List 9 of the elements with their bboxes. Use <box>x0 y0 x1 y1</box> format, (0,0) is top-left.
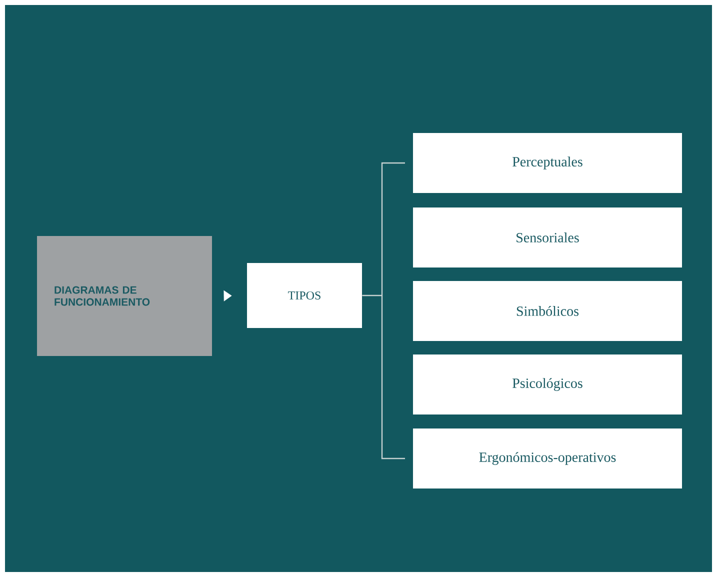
type-box: Psicológicos <box>413 354 682 414</box>
type-box: Sensoriales <box>413 207 682 268</box>
type-box: Ergonómicos-operativos <box>413 428 682 488</box>
arrow <box>224 290 232 302</box>
category-box: DIAGRAMAS DE FUNCIONAMIENTO <box>37 236 212 356</box>
bracket-connector <box>362 162 406 460</box>
type-box: Simbólicos <box>413 280 682 341</box>
type-box: Perceptuales <box>413 132 682 193</box>
category-box: TIPOS <box>247 262 362 328</box>
